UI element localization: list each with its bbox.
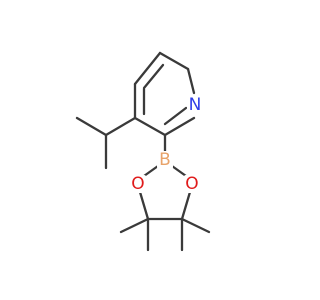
oxygen-atom-label-right: O xyxy=(185,174,198,194)
bond xyxy=(180,217,211,234)
bond xyxy=(158,51,190,71)
oxygen-atom-label-left: O xyxy=(131,174,144,194)
bond xyxy=(170,164,188,178)
nitrogen-atom-label: N xyxy=(189,95,202,115)
bond xyxy=(180,190,192,221)
bond xyxy=(142,63,165,90)
bond xyxy=(75,116,108,137)
molecule-structure: N B O O xyxy=(75,51,211,252)
bond xyxy=(186,67,196,95)
bond xyxy=(163,106,188,126)
molecule-canvas: N B O O xyxy=(75,51,211,252)
boron-atom-label: B xyxy=(159,150,171,170)
bond xyxy=(119,217,150,234)
bond xyxy=(142,164,160,178)
bond xyxy=(133,116,167,137)
bond xyxy=(133,51,162,86)
bond xyxy=(138,190,150,221)
bond xyxy=(163,116,196,137)
bond xyxy=(104,116,137,137)
